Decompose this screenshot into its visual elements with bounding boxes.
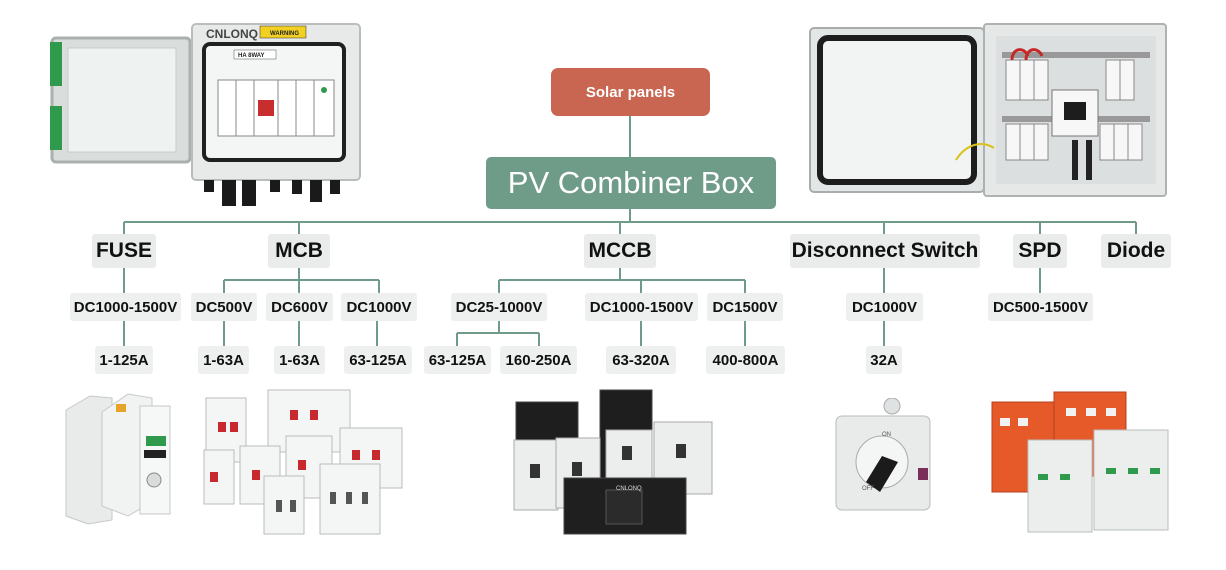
switch-off-text: OFF — [862, 486, 874, 492]
warning-label-text: WARNING — [270, 31, 299, 37]
category-mcb: MCB — [268, 234, 330, 268]
mccb-breakers-image: CNLONQ — [513, 389, 713, 535]
combiner-box-open-image — [809, 23, 1167, 197]
rating-mccb-dc1000-1500v: DC1000-1500V — [585, 293, 698, 321]
mcb-breakers-image — [203, 389, 403, 535]
pv-combiner-box-node: PV Combiner Box — [486, 157, 776, 209]
category-spd: SPD — [1013, 234, 1067, 268]
current-mcb-dc600v: 1-63A — [274, 346, 325, 374]
switch-on-text: ON — [882, 432, 891, 438]
mccb-brand-text: CNLONQ — [616, 486, 642, 492]
box-label-text: HA 8WAY — [238, 53, 265, 59]
current-mcb-dc1000v: 63-125A — [344, 346, 412, 374]
current-fuse: 1-125A — [95, 346, 153, 374]
rating-mcb-dc600v: DC600V — [266, 293, 333, 321]
current-mccb-63-125a: 63-125A — [424, 346, 491, 374]
category-disconnect-switch: Disconnect Switch — [790, 234, 980, 268]
rating-mcb-dc500v: DC500V — [191, 293, 257, 321]
spd-devices-image — [991, 391, 1169, 533]
fuse-holder-image — [65, 393, 171, 525]
brand-logo-text: CNLONQ — [206, 27, 258, 41]
solar-panels-node: Solar panels — [551, 68, 710, 116]
current-mccb-400-800a: 400-800A — [706, 346, 785, 374]
category-fuse: FUSE — [92, 234, 156, 268]
disconnect-switch-image: ON OFF — [835, 398, 931, 511]
rating-disconnect-dc1000v: DC1000V — [846, 293, 923, 321]
rating-mccb-dc25-1000v: DC25-1000V — [451, 293, 547, 321]
rating-spd: DC500-1500V — [988, 293, 1093, 321]
category-diode: Diode — [1101, 234, 1171, 268]
rating-fuse: DC1000-1500V — [70, 293, 181, 321]
category-mccb: MCCB — [584, 234, 656, 268]
rating-mccb-dc1500v: DC1500V — [707, 293, 783, 321]
current-mcb-dc500v: 1-63A — [198, 346, 249, 374]
current-mccb-63-320a: 63-320A — [606, 346, 676, 374]
rating-mcb-dc1000v: DC1000V — [341, 293, 417, 321]
current-mccb-160-250a: 160-250A — [500, 346, 577, 374]
combiner-box-closed-image: CNLONQ WARNING HA 8WAY — [50, 23, 361, 206]
current-disconnect-32a: 32A — [866, 346, 902, 374]
